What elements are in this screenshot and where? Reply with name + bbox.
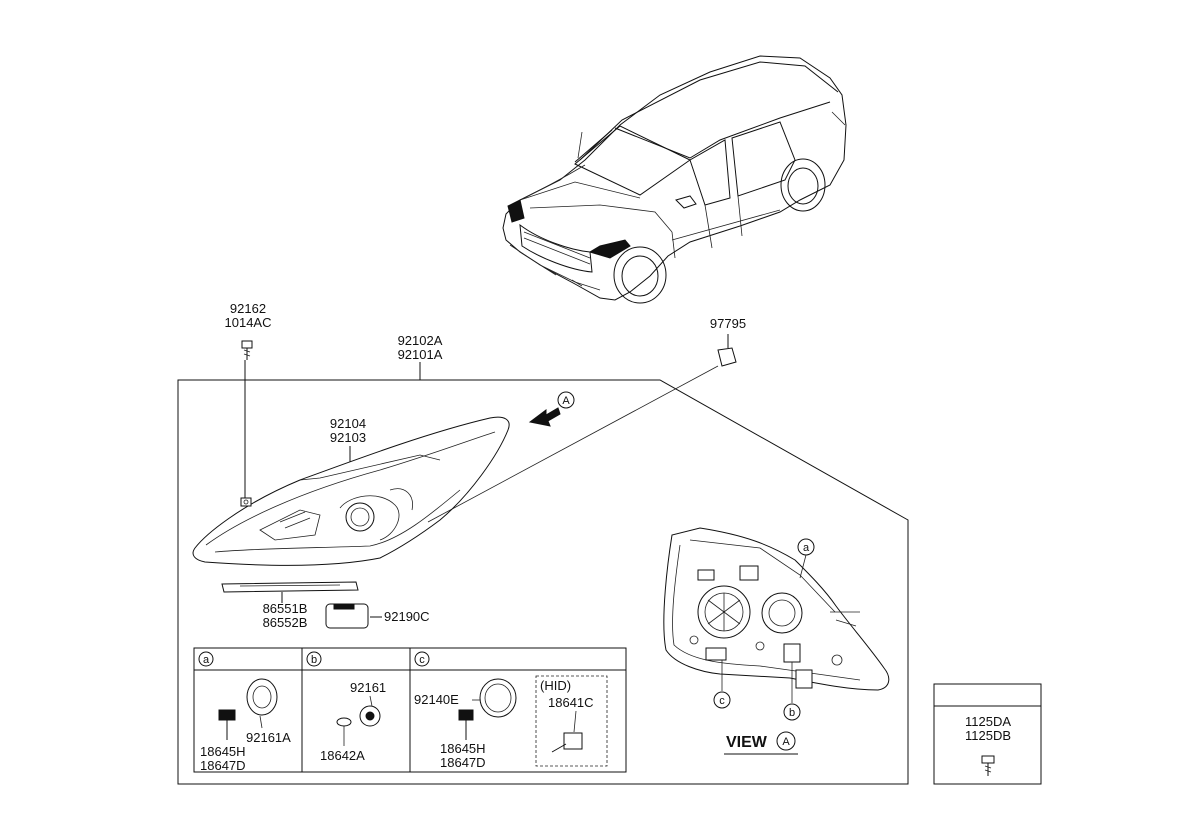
hid-bulb-icon [551,732,583,753]
bolt-icon [981,755,995,776]
bracket-clip-icon [717,334,737,367]
cell-a-bulb-2: 18647D [200,758,246,773]
cell-c-hid-part: 18641C [548,695,594,710]
table-header-b: b [311,654,317,666]
bulb-icon [218,709,236,740]
cell-c-cap: 92140E [414,692,459,707]
label-strip-1: 86551B [263,601,308,616]
headlamp-rear-view [663,527,890,691]
label-bolt-1: 92162 [230,301,266,316]
cell-a-cap: 92161A [246,730,291,745]
label-lens-1: 92104 [330,416,366,431]
label-lens-2: 92103 [330,430,366,445]
dust-cap-icon [479,678,517,718]
control-module-icon [325,603,369,629]
view-direction-arrow: A [528,391,575,427]
bolt-icon [241,340,253,360]
cell-b-bulb: 18642A [320,748,365,763]
label-assembly-1: 92102A [398,333,443,348]
cell-c-bulb-2: 18647D [440,755,486,770]
cell-c-bulb-1: 18645H [440,741,486,756]
headlamp-assembly [192,416,510,566]
bulb-icon [458,709,474,740]
table-header-a: a [203,654,210,666]
headlamp-strip-icon [221,581,359,593]
detail-table: a b c 92161A 18645H 18647D 92161 18642A [193,647,627,773]
rear-callout-b [783,703,801,721]
hid-box [535,675,608,767]
socket-icon [359,705,381,727]
side-bolt-2: 1125DB [965,728,1011,743]
label-bolt-2: 1014AC [225,315,272,330]
small-bulb-icon [336,717,352,727]
label-bracket: 97795 [710,316,746,331]
assembly-frame [177,379,909,785]
side-bolt-1: 1125DA [965,714,1011,729]
view-title: VIEW [726,734,768,751]
view-title-callout: A [782,736,790,748]
cell-a-bulb-1: 18645H [200,744,246,759]
label-strip-2: 86552B [263,615,308,630]
side-bolt-box: 1125DA 1125DB [933,683,1042,785]
car-illustration [502,55,847,304]
cell-c-hid-title: (HID) [540,678,571,693]
label-module: 92190C [384,609,430,624]
label-assembly-2: 92101A [398,347,443,362]
svg-text:A: A [562,395,570,407]
svg-text:b: b [789,707,795,719]
rear-callout-c [713,691,731,709]
cell-b-socket: 92161 [350,680,386,695]
table-header-c: c [419,654,425,666]
svg-text:c: c [719,695,725,707]
svg-text:a: a [803,542,810,554]
bulb-cap-icon [246,678,278,716]
